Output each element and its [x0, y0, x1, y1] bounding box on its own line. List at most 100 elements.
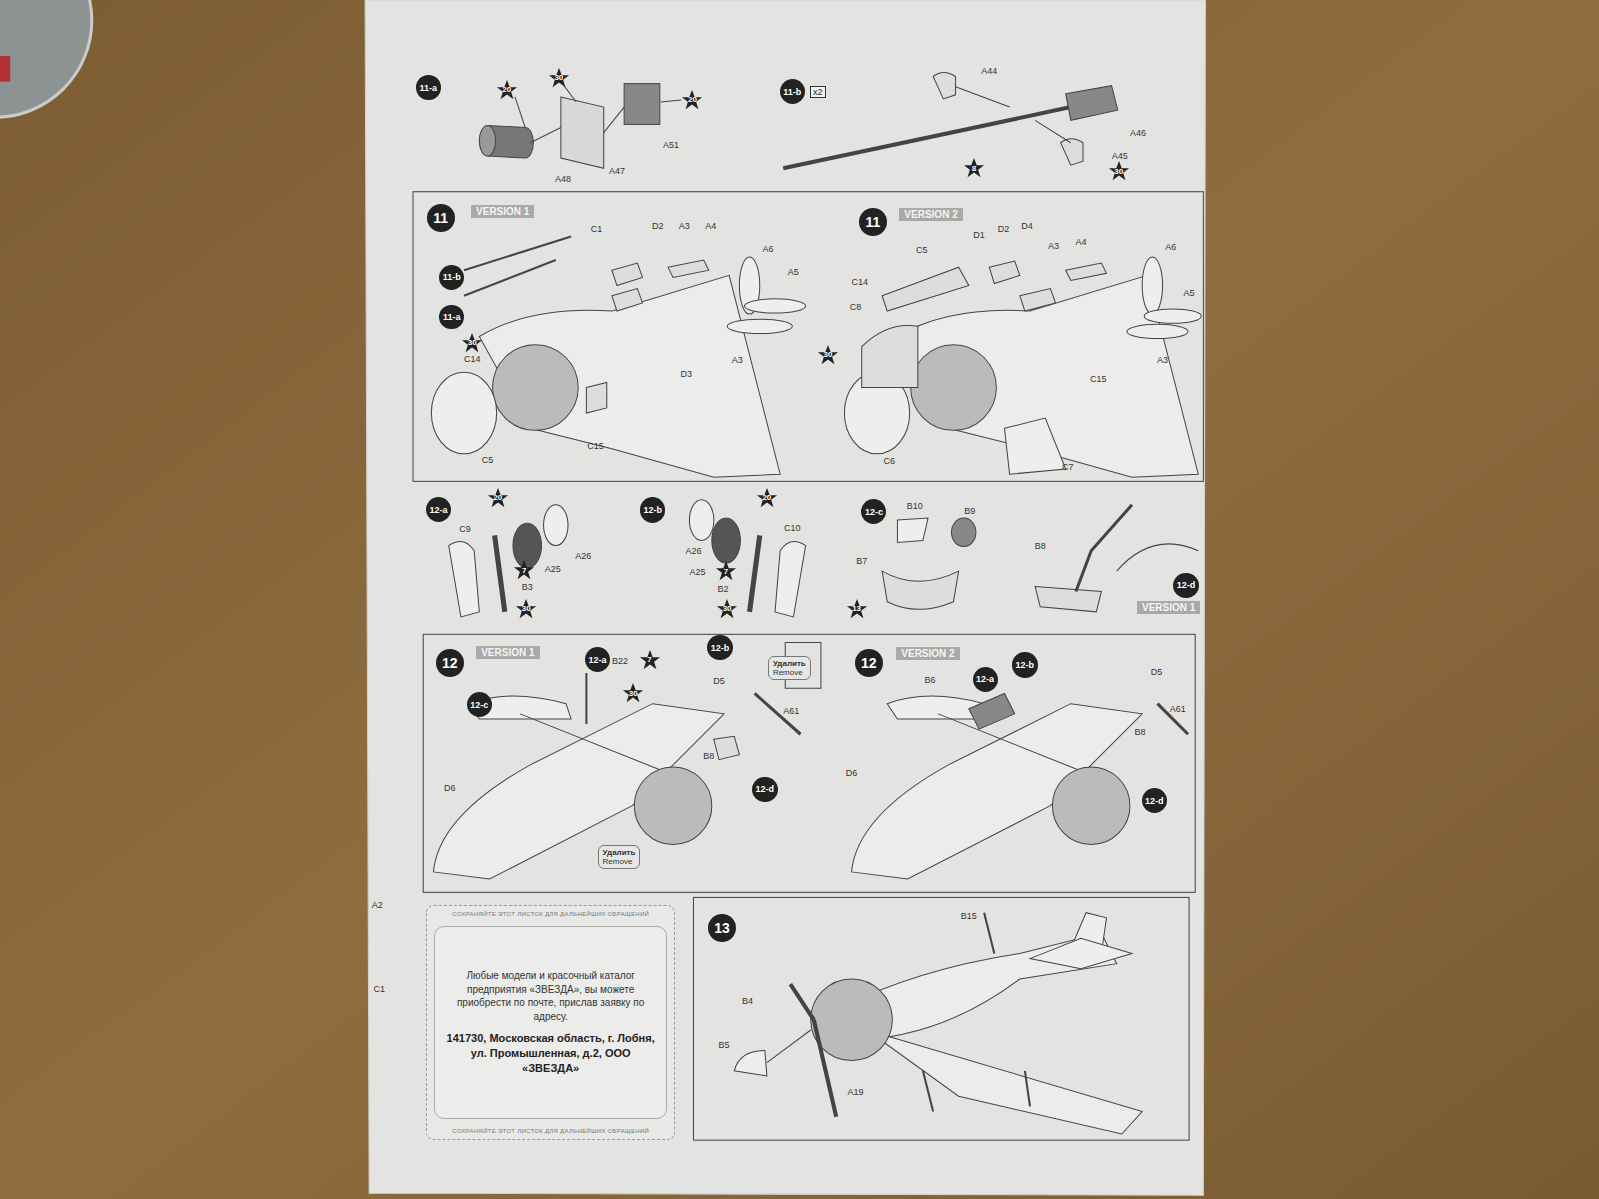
node-text: 30: [554, 73, 563, 82]
part-number: A25: [545, 564, 561, 574]
step-number: 12: [436, 649, 464, 677]
part-number: D5: [713, 676, 725, 686]
part-number: A2: [372, 900, 383, 910]
part-number: A51: [663, 140, 679, 150]
node-text: 20: [502, 85, 511, 94]
part-number: A61: [1170, 704, 1186, 714]
paint-star: 20: [681, 89, 703, 111]
part-number: C6: [883, 456, 895, 466]
node-text: 12-a: [976, 674, 994, 684]
line-art: [1127, 324, 1188, 338]
line-art: [714, 736, 739, 759]
node-text: 12: [861, 655, 877, 671]
line-art: [1052, 767, 1130, 845]
line-art: [734, 1050, 767, 1075]
paint-star: 20: [487, 487, 509, 509]
line-art: [1144, 309, 1201, 323]
version-tag: VERSION 1: [476, 646, 539, 659]
line-art: [431, 372, 496, 454]
node-text: СОХРАНЯЙТЕ ЭТОТ ЛИСТОК ДЛЯ ДАЛЬНЕЙШИХ ОБ…: [427, 1128, 674, 1134]
node-text: 20: [762, 493, 771, 502]
part-number: A5: [788, 267, 799, 277]
part-number: D3: [681, 369, 693, 379]
node-text: 13: [852, 604, 861, 613]
part-number: A44: [981, 66, 997, 76]
node-text: СОХРАНЯЙТЕ ЭТОТ ЛИСТОК ДЛЯ ДАЛЬНЕЙШИХ ОБ…: [427, 911, 674, 917]
line-art: [1005, 418, 1066, 474]
part-number: A45: [1112, 151, 1128, 161]
line-art: [755, 693, 801, 734]
node-text: 30: [723, 604, 732, 613]
line-art: [933, 72, 955, 99]
node-text: 12-d: [1177, 580, 1196, 590]
part-number: C14: [851, 277, 868, 287]
line-art: [479, 125, 495, 156]
node-text: 12: [442, 655, 458, 671]
node-text: 11-b: [783, 87, 801, 97]
line-art: [612, 263, 643, 285]
step-circle: 12-a: [426, 497, 451, 522]
part-number: C1: [374, 984, 386, 994]
line-art: [775, 542, 806, 617]
node-text: 30: [522, 604, 531, 613]
step-circle: 12-c: [467, 692, 492, 717]
node-text: 12-a: [429, 505, 447, 515]
part-number: C15: [1090, 374, 1107, 384]
line-art: [744, 299, 805, 313]
part-number: A19: [848, 1087, 864, 1097]
part-number: A4: [1075, 237, 1086, 247]
line-art: [689, 500, 713, 541]
star-shape: [462, 333, 482, 352]
line-art: [0, 0, 92, 117]
step-circle: 11-a: [439, 305, 464, 330]
step-circle: 12-b: [1012, 652, 1038, 678]
line-art: [727, 319, 792, 333]
part-number: A26: [575, 551, 591, 561]
part-number: D2: [998, 224, 1010, 234]
star-shape: [514, 560, 534, 579]
part-number: B15: [961, 911, 977, 921]
node-text: VERSION 2: [901, 648, 954, 659]
star-shape: [818, 345, 838, 364]
line-art: [413, 192, 1203, 482]
part-number: A48: [555, 174, 571, 184]
part-number: B8: [703, 751, 714, 761]
node-text: 7: [522, 566, 526, 575]
part-number: C10: [784, 523, 801, 533]
paint-star: 8: [963, 157, 985, 179]
part-number: C9: [459, 524, 471, 534]
part-number: B2: [718, 584, 729, 594]
node-text: 12-c: [470, 700, 488, 710]
star-shape: [516, 599, 536, 618]
part-number: B8: [1035, 541, 1046, 551]
step-circle: 12-d: [752, 777, 778, 803]
line-art: [520, 714, 673, 775]
part-number: A46: [1130, 128, 1146, 138]
part-number: C5: [482, 455, 494, 465]
node-text: 11-a: [443, 312, 461, 322]
part-number: A3: [1157, 355, 1168, 365]
paint-star: 30: [622, 682, 644, 704]
step-number: 13: [708, 914, 736, 942]
line-art: [956, 87, 1010, 107]
star-shape: [488, 488, 508, 507]
step-circle: 12-d: [1142, 788, 1168, 814]
line-art: [1035, 586, 1101, 611]
line-art: [365, 0, 1205, 1195]
node-text: 12-c: [865, 507, 883, 517]
node-text: 8: [972, 164, 976, 173]
line-art: [0, 0, 1205, 1195]
part-number: D5: [1151, 667, 1163, 677]
part-number: A61: [783, 706, 799, 716]
line-art: [612, 289, 643, 311]
star-shape: [640, 650, 660, 669]
line-art: [515, 97, 525, 128]
node-text: 11: [866, 214, 881, 230]
line-art: [969, 693, 1015, 729]
line-art: [1020, 289, 1056, 311]
line-art: [1030, 938, 1132, 969]
star-shape: [716, 561, 736, 580]
part-number: A5: [1184, 288, 1195, 298]
